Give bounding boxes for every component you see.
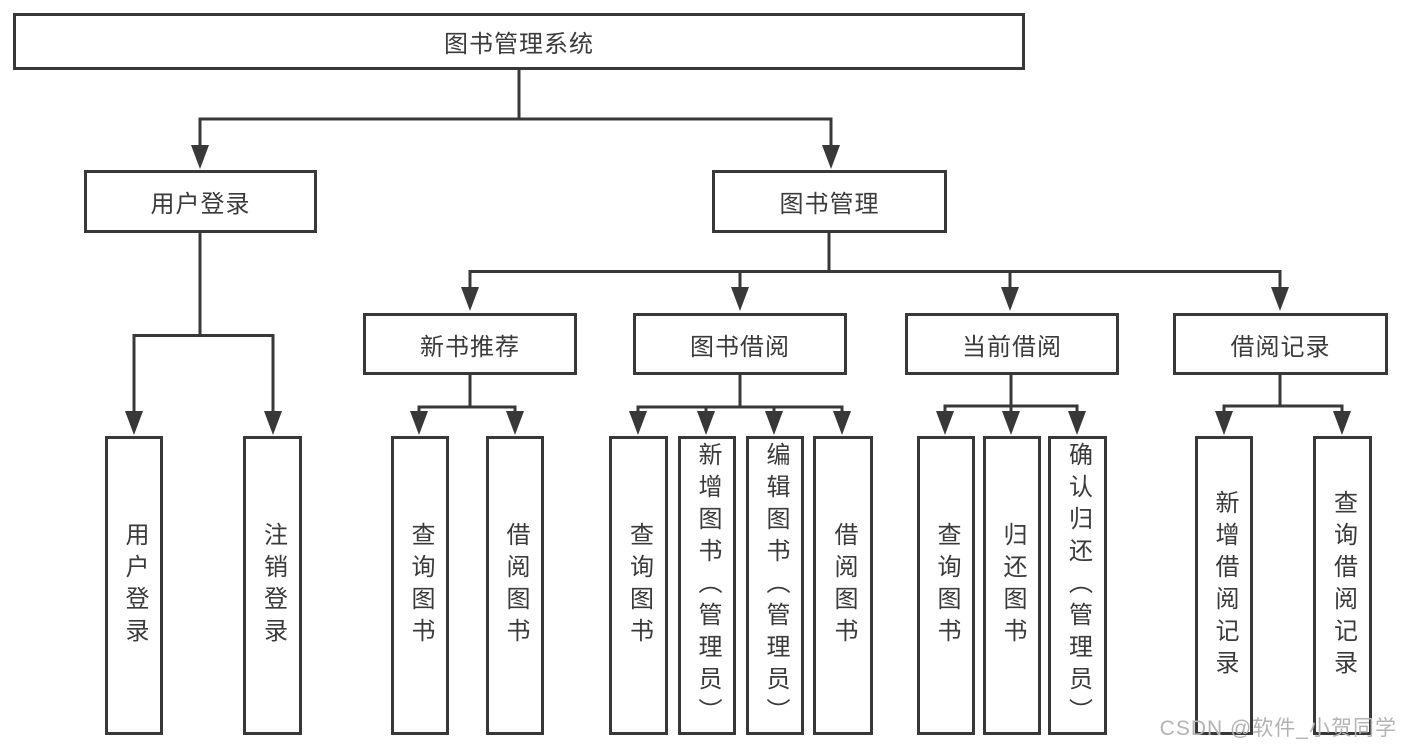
leaf-borrow-book-recommend: 借阅图书 [486,436,544,735]
connector-root-to-level2 [191,68,840,169]
leaf-add-book-admin: 新增图书（管理员） [678,436,736,735]
node-root-label: 图书管理系统 [444,31,594,58]
connector-book-borrow-to-leaves [629,374,851,435]
node-root: 图书管理系统 [13,13,1025,70]
node-borrow-record: 借阅记录 [1173,313,1388,375]
leaf-query-book-recommend: 查询图书 [391,436,449,735]
leaf-return-book-label: 归还图书 [999,521,1026,650]
connector-new-book-recommend-to-leaves [410,374,524,435]
leaf-query-book-current-label: 查询图书 [933,521,960,650]
leaf-logout: 注销登录 [243,436,302,735]
node-user-login-label: 用户登录 [150,191,251,218]
node-book-management-label: 图书管理 [779,191,880,218]
leaf-borrow-book-label: 借阅图书 [830,521,857,650]
leaf-query-book-borrow-label: 查询图书 [625,521,653,650]
watermark: CSDN @软件_小贺同学 [1159,717,1397,740]
leaf-edit-book-admin: 编辑图书（管理员） [746,436,804,735]
leaf-query-borrow-record: 查询借阅记录 [1313,436,1372,735]
node-book-management: 图书管理 [712,170,947,233]
leaf-query-borrow-record-label: 查询借阅记录 [1329,489,1357,682]
leaf-add-borrow-record-label: 新增借阅记录 [1211,489,1238,682]
leaf-user-login-label: 用户登录 [121,521,148,650]
leaf-user-login: 用户登录 [105,436,163,735]
node-current-borrow-label: 当前借阅 [962,333,1062,361]
connector-borrow-record-to-leaves [1215,374,1351,435]
leaf-confirm-return-admin-label: 确认归还（管理员） [1064,441,1092,730]
leaf-borrow-book: 借阅图书 [813,436,873,735]
leaf-logout-label: 注销登录 [259,521,287,650]
leaf-edit-book-admin-label: 编辑图书（管理员） [762,441,789,730]
connector-book-management-to-level3 [461,232,1289,311]
node-new-book-recommend-label: 新书推荐 [420,333,520,361]
node-user-login: 用户登录 [84,170,317,233]
leaf-query-book-recommend-label: 查询图书 [407,521,434,650]
leaf-query-book-borrow: 查询图书 [609,436,668,735]
leaf-return-book: 归还图书 [983,436,1041,735]
leaf-add-borrow-record: 新增借阅记录 [1195,436,1253,735]
node-borrow-record-label: 借阅记录 [1230,333,1331,361]
leaf-query-book-current: 查询图书 [917,436,975,735]
leaf-add-book-admin-label: 新增图书（管理员） [694,441,721,730]
leaf-borrow-book-recommend-label: 借阅图书 [502,521,529,650]
node-book-borrow-label: 图书借阅 [690,333,790,361]
node-current-borrow: 当前借阅 [905,313,1119,375]
connector-current-borrow-to-leaves [936,374,1086,435]
leaf-confirm-return-admin: 确认归还（管理员） [1048,436,1107,735]
connector-user-login-to-leaves [125,232,282,435]
node-new-book-recommend: 新书推荐 [363,313,577,375]
node-book-borrow: 图书借阅 [633,313,847,375]
